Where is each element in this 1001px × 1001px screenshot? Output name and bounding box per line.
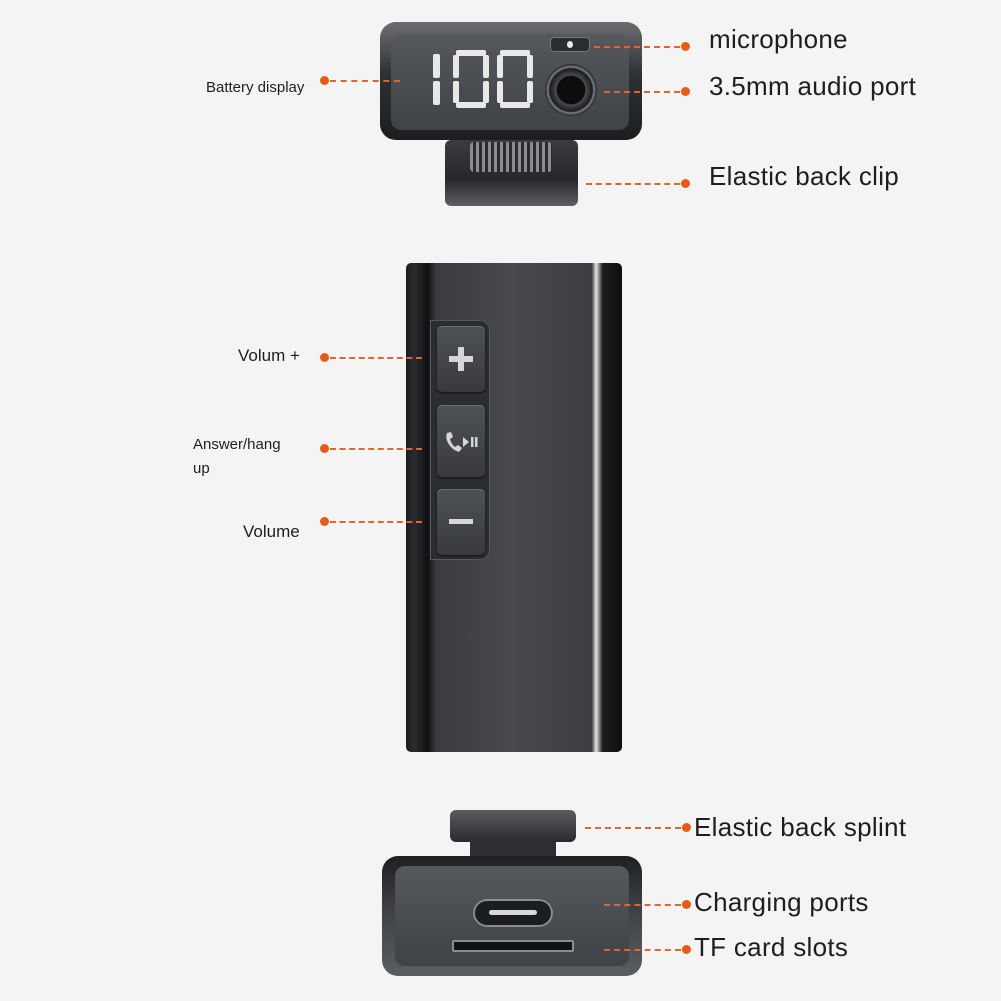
volume-minus-button[interactable] [437,489,485,555]
volume-plus-dot [320,353,329,362]
label-back-clip: Elastic back clip [709,161,900,191]
top-face: 100 [391,34,629,130]
battery-display-leader [330,80,400,82]
volume-plus-button[interactable] [437,326,485,392]
label-audio-port: 3.5mm audio port [709,71,917,101]
label-battery-display: Battery display [206,79,305,96]
bottom-body [382,856,642,976]
answer-hangup-leader [330,448,422,450]
battery-display [433,50,533,108]
charging-ports-dot [682,900,691,909]
back-splint-leader [585,827,681,829]
plus-icon [449,347,473,371]
audio-port-leader [604,91,680,93]
label-volume-minus: Volume [243,522,300,541]
splint-neck [470,840,556,858]
label-microphone: microphone [709,24,848,54]
label-volume-plus: Volum + [238,346,300,365]
usb-c-port-icon [473,899,553,927]
tf-card-slot-icon [452,940,574,952]
charging-ports-leader [604,904,681,906]
battery-display-dot [320,76,329,85]
volume-minus-leader [330,521,422,523]
label-answer-hangup-line1: Answer/hang [193,436,281,453]
label-tf-card-slots: TF card slots [694,932,849,962]
tf-card-leader [604,949,681,951]
audio-port-dot [681,87,690,96]
microphone-icon [550,37,590,52]
label-answer-hangup-line2: up [193,460,210,477]
bottom-face [395,866,629,966]
answer-hangup-button[interactable] [437,405,485,477]
back-clip-dot [681,179,690,188]
tf-card-dot [682,945,691,954]
volume-minus-dot [320,517,329,526]
back-splint-dot [682,823,691,832]
device-top-view: 100 [0,0,1001,220]
clip-spring [470,142,552,172]
back-clip-leader [586,183,680,185]
label-back-splint: Elastic back splint [694,812,907,842]
phone-play-pause-icon [446,432,478,452]
label-charging-ports: Charging ports [694,887,869,917]
back-splint [450,810,576,842]
minus-icon [449,519,473,524]
volume-plus-leader [330,357,422,359]
top-body: 100 [380,22,642,140]
answer-hangup-dot [320,444,329,453]
microphone-dot [681,42,690,51]
microphone-leader [594,46,680,48]
audio-port-icon [545,64,597,116]
device-bottom-view [0,800,1001,1000]
